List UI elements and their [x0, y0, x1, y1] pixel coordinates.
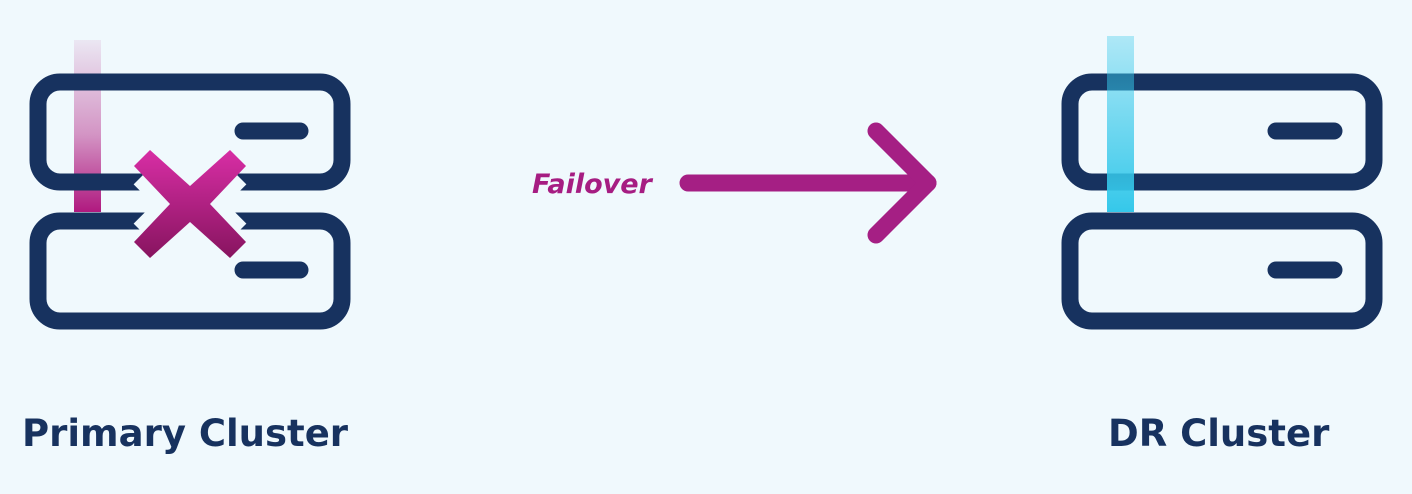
dr-cluster-icon [1061, 36, 1383, 330]
primary-cluster-label: Primary Cluster [22, 412, 349, 455]
dr-server-top [1061, 73, 1383, 191]
primary-cluster-icon [29, 40, 351, 330]
failover-label: Failover [532, 169, 654, 200]
dr-server-bottom [1061, 212, 1383, 330]
x-mark-icon [133, 147, 247, 261]
dr-cluster-label: DR Cluster [1108, 412, 1330, 455]
failover-arrow: Failover [448, 122, 937, 244]
arrow-head-icon [867, 122, 937, 244]
dr-beam [1107, 36, 1134, 212]
